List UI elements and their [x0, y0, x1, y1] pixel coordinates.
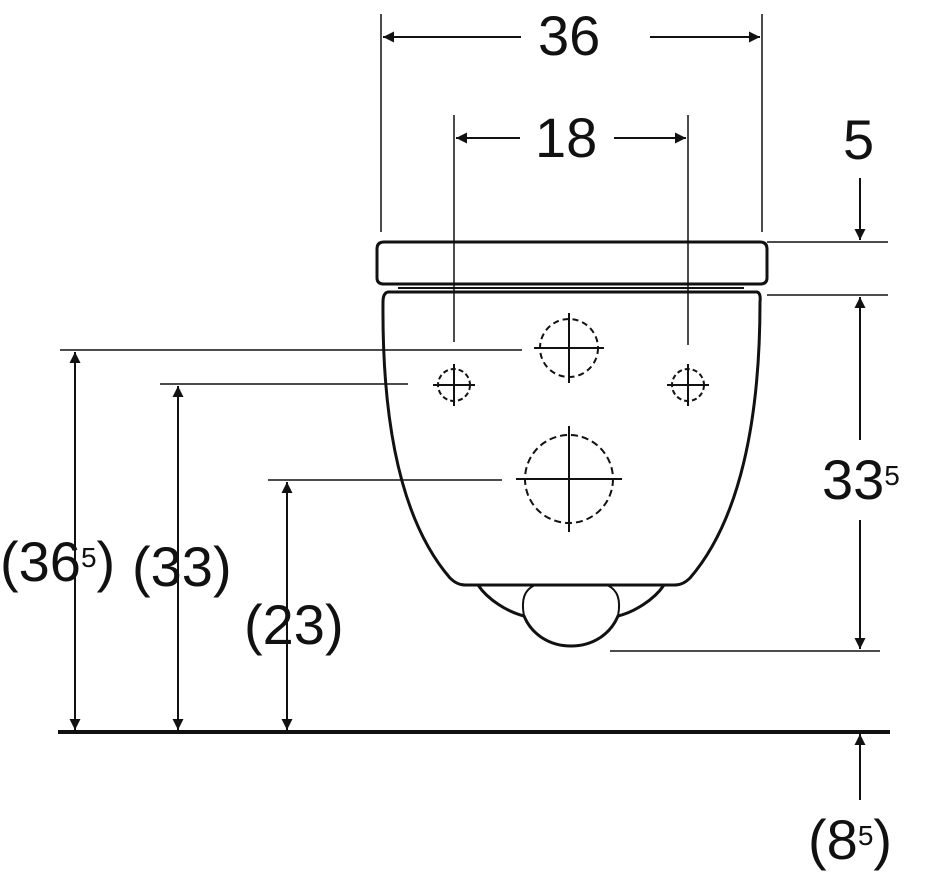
dim-label-36-5-close: )	[96, 530, 116, 593]
dim-label-36: 36	[538, 8, 600, 64]
fixing-hole-left	[433, 364, 475, 406]
dim-label-33-5: 335	[822, 452, 900, 508]
dim-label-8-5-main: 8	[826, 808, 858, 871]
extension-lines	[60, 14, 888, 652]
dim-label-33-5-sup: 5	[884, 460, 900, 491]
dim-label-36-text: 36	[538, 4, 601, 67]
dim-label-36-5-main: 36	[18, 530, 81, 593]
dim-label-33-text: (33)	[132, 535, 232, 598]
water-inlet-hole	[534, 313, 604, 383]
dim-label-33: (33)	[132, 539, 232, 595]
dim-label-8-5-close: )	[873, 808, 893, 871]
dim-label-18-text: 18	[535, 106, 598, 169]
dim-label-8-5: (85)	[808, 812, 892, 868]
dim-label-36-5-sup: 5	[80, 542, 97, 573]
dim-label-36-5-open: (	[0, 530, 19, 593]
dim-label-5-text: 5	[843, 108, 875, 171]
dim-label-5: 5	[843, 112, 874, 168]
fixing-hole-right	[667, 364, 709, 406]
dim-label-8-5-open: (	[808, 808, 827, 871]
dim-label-18: 18	[535, 110, 597, 166]
dim-label-8-5-sup: 5	[857, 820, 874, 851]
dim-label-33-5-main: 33	[822, 448, 885, 511]
dimension-lines	[69, 31, 866, 800]
dim-label-23-text: (23)	[244, 593, 344, 656]
toilet-seat	[375, 240, 769, 289]
waste-outlet-hole	[516, 426, 622, 532]
dim-label-36-5: (365)	[0, 534, 115, 590]
dim-label-23: (23)	[244, 597, 344, 653]
